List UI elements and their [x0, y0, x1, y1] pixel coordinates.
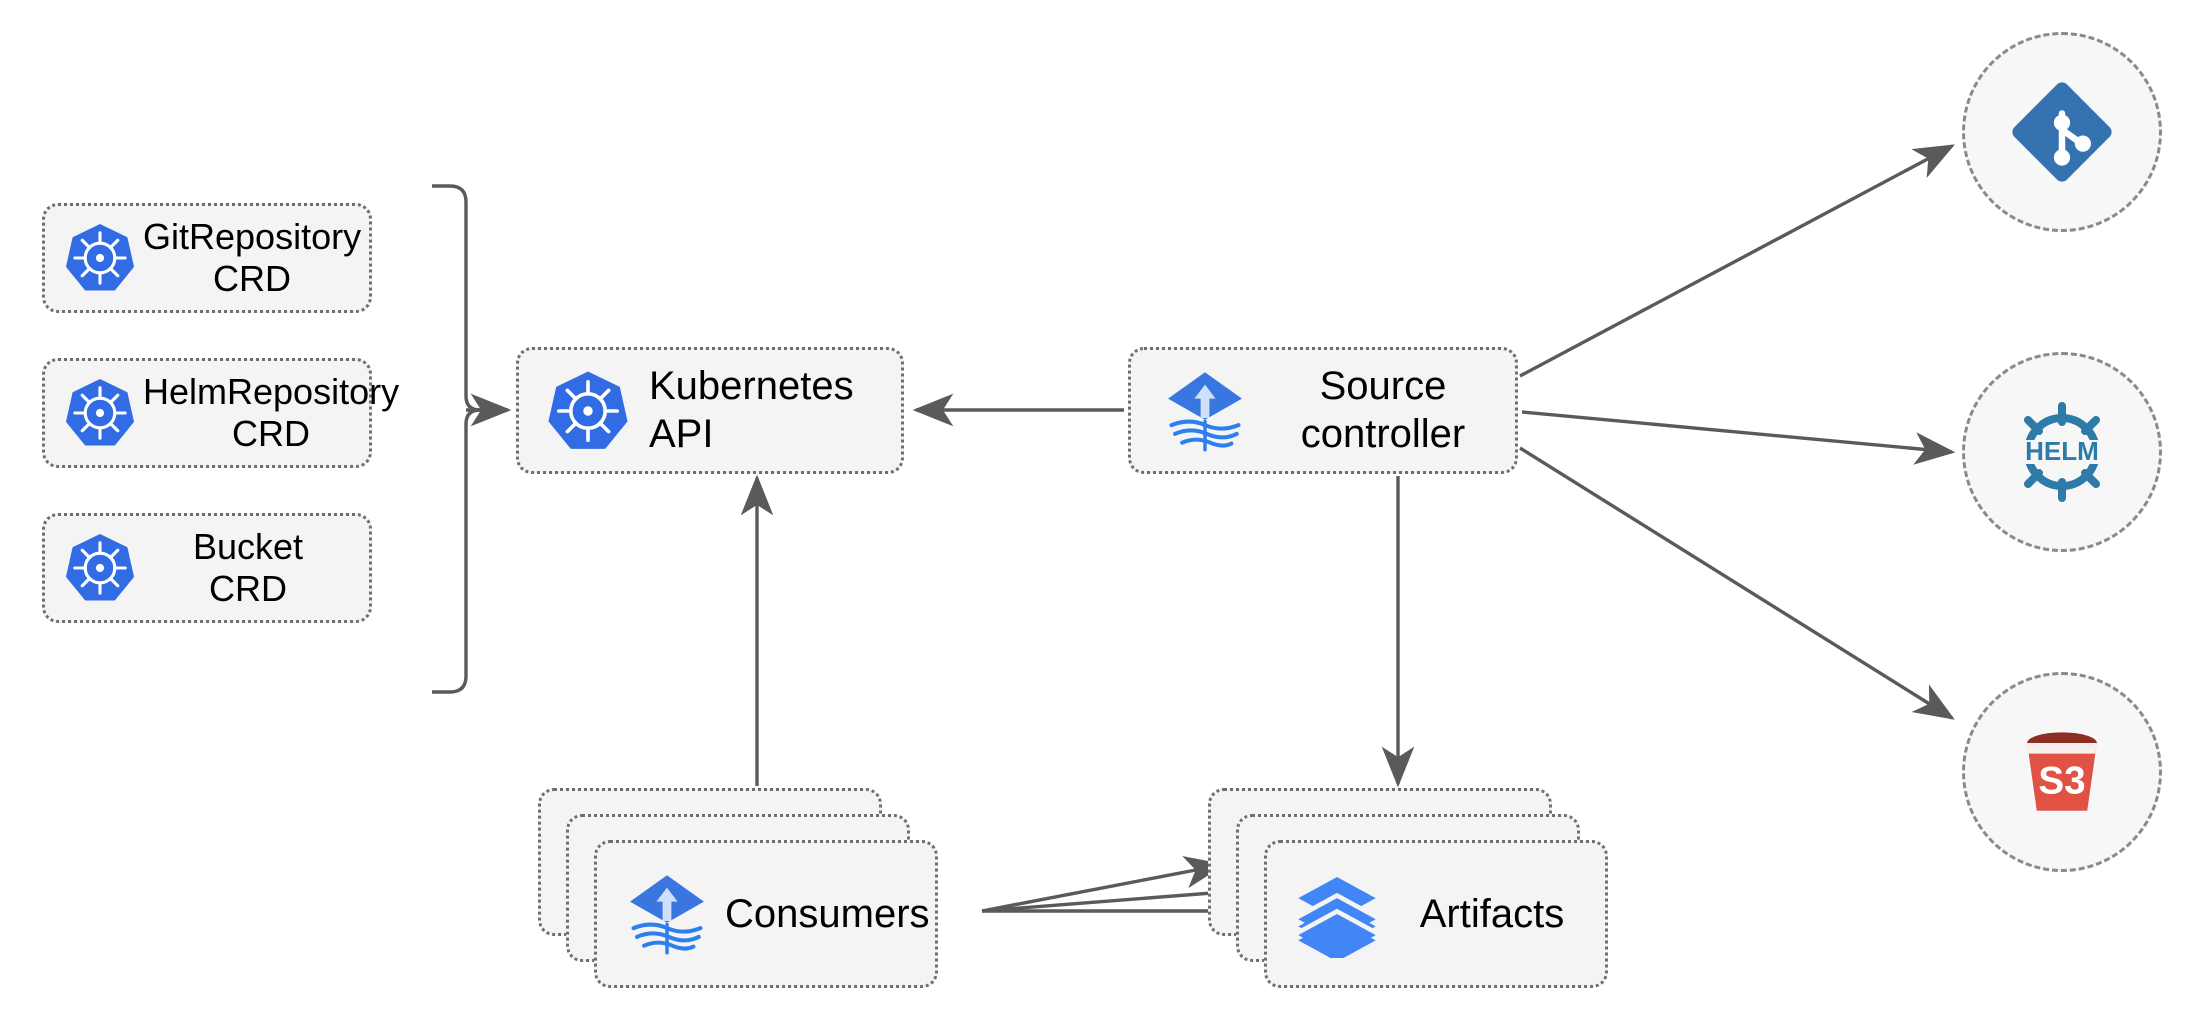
helm-icon: HELM	[2002, 392, 2122, 512]
node-kubernetes-api[interactable]: Kubernetes API	[516, 347, 904, 474]
s3-bucket-icon: S3	[2002, 712, 2122, 832]
helm-wordmark: HELM	[2025, 436, 2099, 466]
edge-source-to-helm	[1521, 410, 1956, 465]
node-source-controller[interactable]: Source controller	[1128, 347, 1518, 474]
destination-helm[interactable]: HELM	[1962, 352, 2162, 552]
s3-wordmark: S3	[2038, 759, 2085, 802]
node-helmrepository-crd[interactable]: HelmRepository CRD	[42, 358, 399, 468]
kubernetes-icon	[63, 531, 137, 605]
destination-s3[interactable]: S3	[1962, 672, 2162, 872]
kubernetes-icon	[63, 376, 137, 450]
flux-icon	[623, 870, 711, 958]
node-bucket-crd[interactable]: Bucket CRD	[42, 513, 372, 623]
kubernetes-icon	[545, 368, 631, 454]
node-label: Kubernetes API	[649, 364, 854, 456]
layers-icon	[1293, 870, 1381, 958]
node-label: Source controller	[1300, 364, 1466, 456]
node-gitrepository-crd[interactable]: GitRepository CRD	[42, 203, 372, 313]
node-label: GitRepository CRD	[143, 215, 362, 299]
node-label: Bucket CRD	[192, 525, 304, 609]
kubernetes-icon	[63, 221, 137, 295]
edge-consumers-to-artifacts-1	[981, 856, 1226, 913]
edge-source-to-git	[1519, 144, 1956, 378]
node-label: Consumers	[725, 891, 930, 936]
crd-group-brace	[432, 184, 481, 694]
flux-icon	[1161, 367, 1249, 455]
consumers-card-front[interactable]: Consumers	[594, 840, 938, 988]
artifacts-card-front[interactable]: Artifacts	[1264, 840, 1608, 988]
node-artifacts[interactable]: Artifacts	[1208, 788, 1608, 988]
node-label: Artifacts	[1419, 891, 1565, 936]
node-consumers[interactable]: Consumers	[538, 788, 938, 988]
edge-source-to-s3	[1519, 446, 1955, 720]
git-icon	[2002, 72, 2122, 192]
node-label: HelmRepository CRD	[143, 370, 400, 454]
destination-git[interactable]	[1962, 32, 2162, 232]
